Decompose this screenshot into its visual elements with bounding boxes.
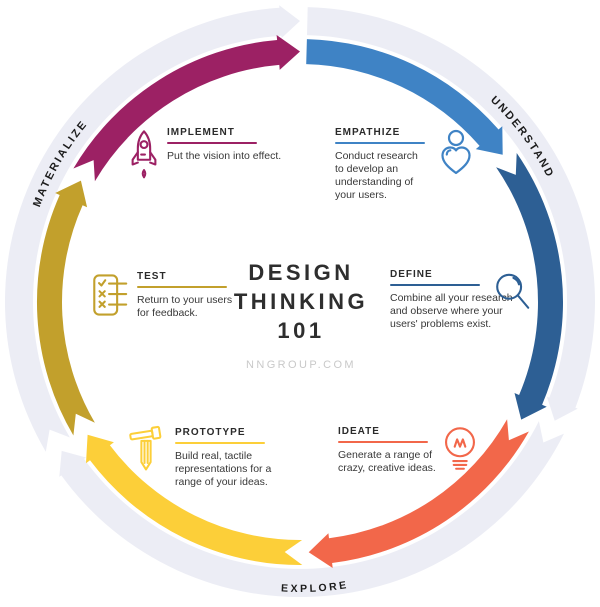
- stage-test: TEST Return to your users for feedback.: [93, 271, 249, 320]
- checklist-icon: [93, 274, 128, 316]
- test-arc-segment: [36, 180, 95, 436]
- stage-description: Conduct research to develop an understan…: [335, 150, 418, 201]
- empathize-arc-segment: [306, 39, 503, 155]
- stage-title: IMPLEMENT: [167, 127, 235, 138]
- stage-underline: [137, 286, 227, 288]
- page-title-line-3: 101: [277, 318, 325, 343]
- stage-title: EMPATHIZE: [335, 127, 401, 138]
- stage-prototype: PROTOTYPE Build real, tactile representa…: [129, 425, 293, 489]
- define-arc-segment: [496, 153, 564, 420]
- stage-define: DEFINE Combine all your research and obs…: [390, 269, 530, 331]
- materialize-arc-segment: [4, 5, 300, 452]
- explore-arc-segment: [59, 421, 565, 598]
- stage-underline: [390, 284, 480, 286]
- stage-ideate: IDEATE Generate a range of crazy, creati…: [338, 426, 475, 475]
- stage-underline: [338, 441, 428, 443]
- hammer-stake-icon: [129, 425, 162, 471]
- stage-underline: [335, 142, 425, 144]
- stage-description: Combine all your research and observe wh…: [390, 292, 513, 330]
- stage-description: Build real, tactile representations for …: [175, 450, 272, 488]
- stage-implement: IMPLEMENT Put the vision into effect.: [131, 127, 307, 179]
- stage-description: Put the vision into effect.: [167, 150, 282, 162]
- stage-title: PROTOTYPE: [175, 427, 246, 438]
- source-credit: NNGROUP.COM: [246, 359, 356, 371]
- lightbulb-icon: [445, 427, 475, 470]
- stage-title: DEFINE: [390, 269, 433, 280]
- ideate-arc-segment: [308, 419, 529, 568]
- page-title-line-1: DESIGN: [248, 260, 354, 285]
- page-title-line-2: THINKING: [233, 289, 369, 314]
- stage-empathize: EMPATHIZE Conduct research to develop an…: [335, 127, 471, 202]
- prototype-arc-segment: [86, 434, 303, 566]
- rocket-icon: [131, 130, 157, 179]
- ring-arcs: [4, 5, 595, 598]
- stage-title: IDEATE: [338, 426, 380, 437]
- center-title-block: DESIGN THINKING 101 NNGROUP.COM: [195, 258, 407, 371]
- stage-underline: [167, 142, 257, 144]
- stage-underline: [175, 442, 265, 444]
- understand-arc-segment: [307, 7, 595, 421]
- magnifier-icon: [496, 273, 530, 309]
- implement-arc-segment: [73, 35, 301, 182]
- user-heart-icon: [441, 129, 471, 175]
- stage-description: Generate a range of crazy, creative idea…: [338, 449, 436, 474]
- stage-description: Return to your users for feedback.: [137, 294, 233, 319]
- stage-title: TEST: [137, 271, 167, 282]
